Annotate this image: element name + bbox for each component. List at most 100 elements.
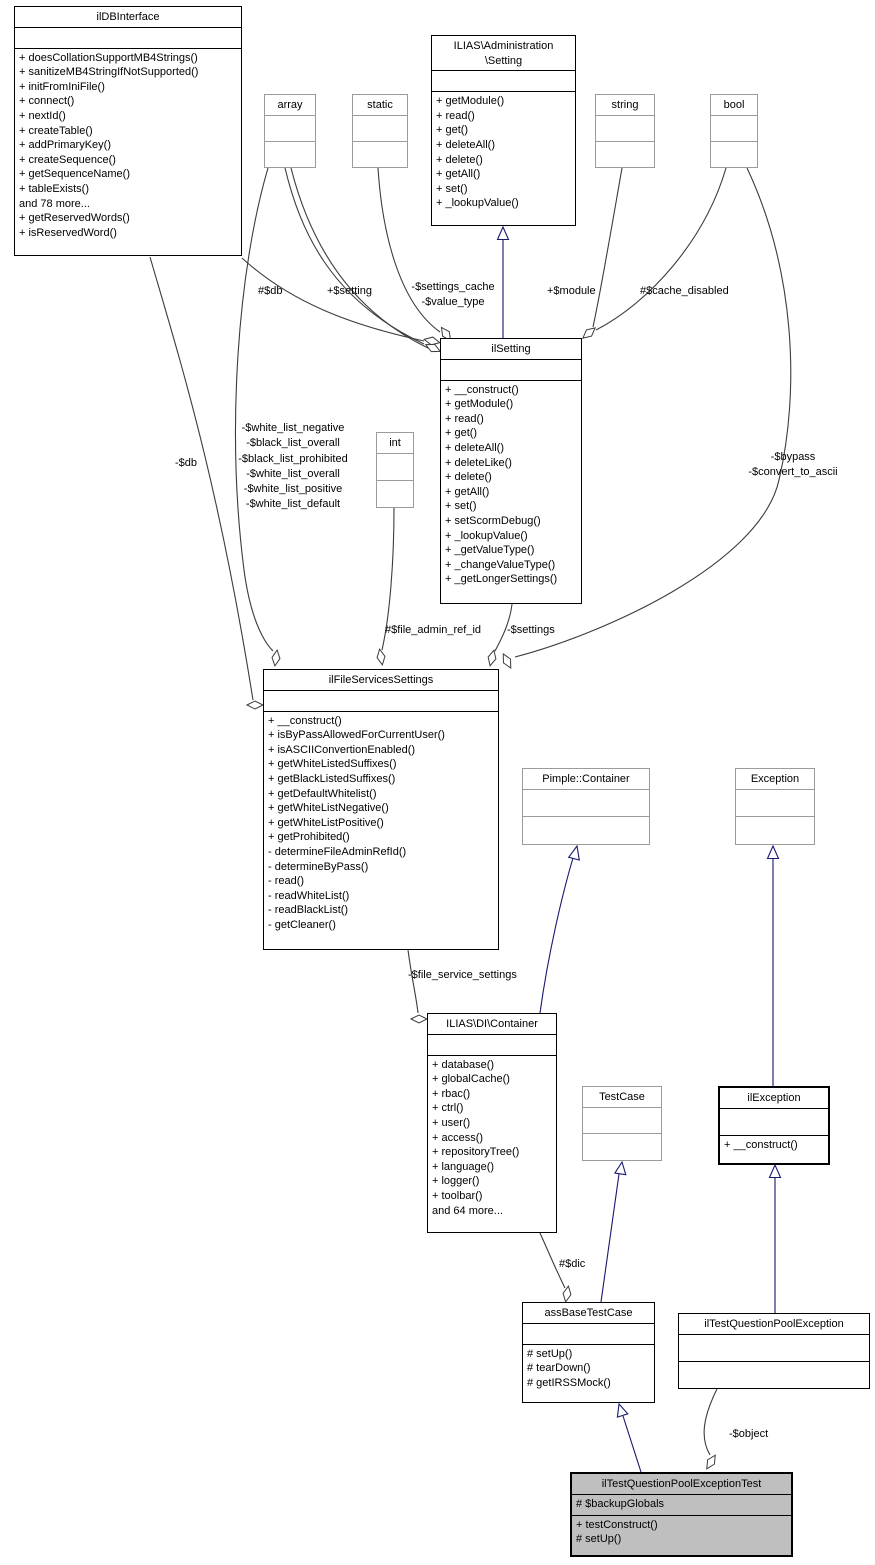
inheritance-arrow xyxy=(616,1402,629,1418)
class-title: Exception xyxy=(750,773,800,785)
class-title: ilTestQuestionPoolException xyxy=(704,1318,844,1330)
edge-label-settings: -$settings xyxy=(507,624,555,636)
aggregation-diamond xyxy=(423,336,441,346)
class-ildbinterface[interactable]: ilDBInterface + doesCollationSupportMB4S… xyxy=(14,6,242,256)
class-array: array xyxy=(264,94,316,168)
class-ilfileservicessettings[interactable]: ilFileServicesSettings + __construct()+ … xyxy=(263,669,499,950)
class-ilsetting[interactable]: ilSetting + __construct()+ getModule()+ … xyxy=(440,338,582,604)
inheritance-arrow xyxy=(613,1160,627,1176)
member-line: # getIRSSMock() xyxy=(527,1376,611,1389)
attributes-section: # $backupGlobals xyxy=(572,1493,791,1515)
member-line: + doesCollationSupportMB4Strings() xyxy=(19,51,198,64)
class-iltestquestionpoolexception[interactable]: ilTestQuestionPoolException xyxy=(678,1313,870,1389)
member-line: + set() xyxy=(445,500,477,513)
member-line: + ctrl() xyxy=(432,1102,464,1115)
member-line: + getAll() xyxy=(436,168,481,181)
member-line: + globalCache() xyxy=(432,1073,510,1086)
member-line: + logger() xyxy=(432,1175,480,1188)
member-line: - read() xyxy=(268,875,305,888)
edge-label-db2: -$db xyxy=(175,457,198,469)
methods-section xyxy=(265,140,315,167)
member-line: + getWhiteListPositive() xyxy=(268,816,384,829)
member-line: - getCleaner() xyxy=(268,918,336,931)
attributes-section xyxy=(736,788,814,817)
aggregation-diamond xyxy=(582,327,596,339)
attributes-section xyxy=(720,1107,828,1136)
class-bool: bool xyxy=(710,94,758,168)
member-line: + __construct() xyxy=(268,714,342,727)
methods-section: + __construct()+ getModule()+ read()+ ge… xyxy=(441,379,581,603)
edge-agg-db-ilsetting xyxy=(241,257,425,342)
aggregation-diamond xyxy=(271,648,281,668)
attributes-section xyxy=(428,1033,556,1055)
edge-label-setting: +$setting xyxy=(327,285,372,297)
methods-section xyxy=(583,1133,661,1160)
methods-section: # setUp()# tearDown()# getIRSSMock() xyxy=(523,1343,654,1402)
aggregation-diamond xyxy=(562,1285,572,1303)
class-title: string xyxy=(611,99,639,111)
aggregation-diamond xyxy=(376,648,386,666)
member-line: # $backupGlobals xyxy=(576,1497,665,1510)
member-line: + set() xyxy=(436,182,468,195)
member-line: + database() xyxy=(432,1058,495,1071)
member-line: + repositoryTree() xyxy=(432,1146,520,1159)
class-ilias-di-container[interactable]: ILIAS\DI\Container + database() + globalC… xyxy=(427,1013,557,1233)
class-title: ilException xyxy=(747,1092,801,1104)
methods-section xyxy=(377,479,413,507)
member-line: - determineFileAdminRefId() xyxy=(268,845,407,858)
member-line: # tearDown() xyxy=(527,1362,591,1375)
member-line: + getAll() xyxy=(445,485,490,498)
edge-label-cache-disabled: #$cache_disabled xyxy=(640,285,729,297)
member-line: + user() xyxy=(432,1116,471,1129)
class-title: assBaseTestCase xyxy=(544,1307,633,1319)
aggregation-diamond xyxy=(245,700,265,710)
edge-agg-dic-assbase xyxy=(539,1232,566,1289)
member-line: + language() xyxy=(432,1160,495,1173)
member-line: + sanitizeMB4StringIfNotSupported() xyxy=(19,66,199,79)
member-line: + getBlackListedSuffixes() xyxy=(268,772,396,785)
member-line: and 78 more... xyxy=(19,197,90,210)
member-line: + delete() xyxy=(436,153,483,166)
member-line: + getModule() xyxy=(436,95,505,108)
member-line: - determineByPass() xyxy=(268,860,369,873)
member-line: + initFromIniFile() xyxy=(19,80,105,93)
class-ilexception[interactable]: ilException + __construct() xyxy=(718,1086,830,1165)
aggregation-diamond xyxy=(706,1454,716,1470)
edge-agg-bypass-fileservices xyxy=(514,167,792,658)
attributes-section xyxy=(432,70,575,91)
class-exception: Exception xyxy=(735,768,815,845)
methods-section xyxy=(523,816,649,844)
member-line: + isByPassAllowedForCurrentUser() xyxy=(268,729,445,742)
methods-section xyxy=(711,140,757,167)
member-line: + _getLongerSettings() xyxy=(445,573,558,586)
edge-inherit-assbase-testcase xyxy=(600,1173,620,1303)
edge-agg-fileadmin-fileservices xyxy=(381,507,395,651)
member-line: + getSequenceName() xyxy=(19,168,130,181)
member-line: + __construct() xyxy=(724,1139,798,1152)
class-ilias-administration-setting[interactable]: ILIAS\Administration \Setting + getModul… xyxy=(431,35,576,226)
member-line: + testConstruct() xyxy=(576,1518,658,1531)
edge-label-dic: #$dic xyxy=(559,1258,586,1270)
member-line: + _lookupValue() xyxy=(436,197,519,210)
class-title: ilDBInterface xyxy=(96,11,160,23)
attributes-section xyxy=(15,26,241,48)
edge-agg-whitelists-fileservices xyxy=(235,167,274,652)
class-title: array xyxy=(277,99,303,111)
class-pimple-container: Pimple::Container xyxy=(522,768,650,845)
class-title: TestCase xyxy=(599,1091,645,1103)
attributes-section xyxy=(596,114,654,141)
edge-agg-object-focal xyxy=(703,1388,718,1456)
inheritance-arrow xyxy=(768,1163,782,1179)
member-line: + nextId() xyxy=(19,109,66,122)
class-title: ILIAS\DI\Container xyxy=(446,1018,538,1030)
member-line: - readWhiteList() xyxy=(268,889,350,902)
edge-inherit-dicontainer-pimple xyxy=(539,857,574,1014)
member-line: + getWhiteListedSuffixes() xyxy=(268,758,397,771)
member-line: + setScormDebug() xyxy=(445,514,541,527)
attributes-section xyxy=(441,358,581,380)
methods-section xyxy=(679,1360,869,1388)
member-line: + getDefaultWhitelist() xyxy=(268,787,377,800)
class-iltestquestionpoolexceptiontest: ilTestQuestionPoolExceptionTest # $backu… xyxy=(570,1472,793,1557)
class-assbasetestcase[interactable]: assBaseTestCase # setUp()# tearDown()# g… xyxy=(522,1302,655,1403)
edge-label-settings-cache: -$settings_cache -$value_type xyxy=(411,281,495,309)
